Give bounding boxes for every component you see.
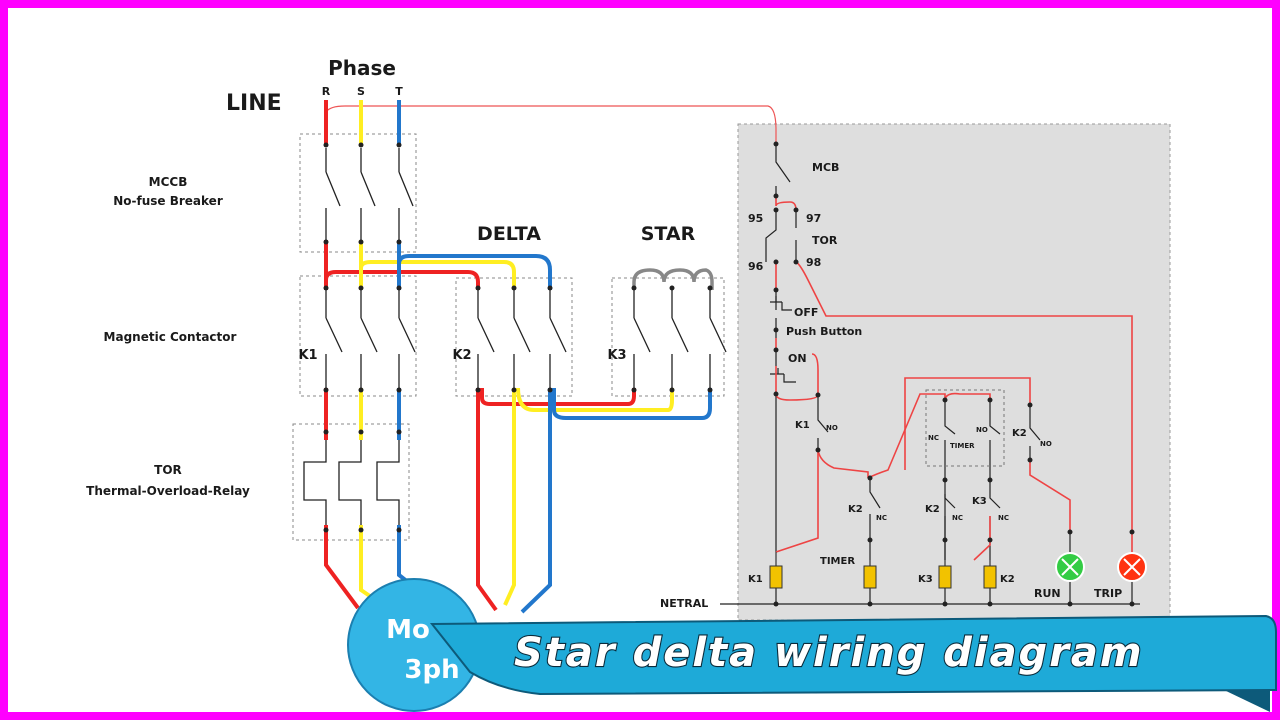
- k2-no-k: K2: [1012, 428, 1027, 439]
- no-fuse-breaker-label: No-fuse Breaker: [113, 194, 223, 208]
- terminal-96: 96: [748, 260, 764, 273]
- motor-label-line1: Mo: [386, 615, 430, 645]
- terminal-dots: [323, 142, 713, 533]
- tor-contacts: [765, 210, 797, 262]
- mcb-label: MCB: [812, 161, 839, 174]
- switch-contacts: [325, 148, 727, 388]
- k2-no-type: NO: [1040, 440, 1052, 448]
- run-label: RUN: [1034, 587, 1061, 600]
- k2-nc2-k: K2: [925, 504, 940, 515]
- thermal-overload-relay-label: Thermal-Overload-Relay: [86, 484, 250, 498]
- off-label: OFF: [794, 306, 818, 319]
- delta-title: DELTA: [477, 223, 541, 245]
- motor-label-line2: 3ph: [404, 655, 459, 685]
- timer-box: [925, 389, 1005, 467]
- k3-power-label: K3: [607, 348, 626, 363]
- coils: [769, 565, 997, 589]
- k2-nc-k: K2: [848, 504, 863, 515]
- phase-s-label: S: [357, 85, 365, 98]
- k1-no-type: NO: [826, 424, 838, 432]
- thermal-relay-elements: [303, 440, 400, 525]
- timer-no-label: NO: [976, 426, 988, 434]
- star-bridge: [632, 268, 714, 290]
- star-title: STAR: [641, 223, 696, 245]
- push-button-symbols: [770, 296, 796, 383]
- timer-box-label: TIMER: [950, 442, 975, 450]
- banner-ribbon: [429, 614, 1277, 696]
- trip-lamp: [1117, 552, 1147, 582]
- k3-nc-type: NC: [998, 514, 1009, 522]
- coil-timer-label: TIMER: [820, 556, 855, 567]
- control-tor-label: TOR: [812, 234, 838, 247]
- k1-power-label: K1: [298, 348, 317, 363]
- coil-k2-label: K2: [1000, 574, 1015, 585]
- phase-r-label: R: [322, 85, 331, 98]
- trip-label: TRIP: [1094, 587, 1122, 600]
- coil-leads: [775, 552, 991, 566]
- k1-no-k: K1: [795, 420, 810, 431]
- power-dashed-boxes: [292, 133, 725, 541]
- tor-label: TOR: [154, 463, 182, 477]
- k2-power-label: K2: [452, 348, 471, 363]
- title-banner: Star delta wiring diagram: [429, 614, 1277, 712]
- terminal-97: 97: [806, 212, 821, 225]
- push-button-label: Push Button: [786, 325, 862, 338]
- k2-nc-type: NC: [876, 514, 887, 522]
- control-labels: MCB 95 97 TOR 96 98 OFF Push Button ON K…: [660, 161, 1122, 610]
- coil-k1-label: K1: [748, 574, 763, 585]
- banner-fold: [1224, 690, 1270, 712]
- run-lamp: [1055, 552, 1085, 582]
- control-supply-wire: [325, 105, 777, 144]
- phase-title: Phase: [328, 56, 396, 80]
- k2-nc2-type: NC: [952, 514, 963, 522]
- timer-nc-label: NC: [928, 434, 939, 442]
- banner-title: Star delta wiring diagram: [514, 630, 1144, 676]
- line-label: LINE: [226, 91, 282, 116]
- k3-nc-k: K3: [972, 496, 987, 507]
- magnetic-contactor-label: Magnetic Contactor: [104, 330, 237, 344]
- phase-t-label: T: [395, 85, 403, 98]
- mccb-label: MCCB: [149, 175, 188, 189]
- phase-r-wires: [324, 100, 636, 612]
- terminal-95: 95: [748, 212, 763, 225]
- phase-t-wires: [397, 100, 712, 614]
- terminal-98: 98: [806, 256, 821, 269]
- coil-k3-label: K3: [918, 574, 933, 585]
- control-dots: [773, 141, 1135, 607]
- neutral-label: NETRAL: [660, 597, 708, 610]
- control-panel: [737, 123, 1171, 621]
- on-label: ON: [788, 352, 807, 365]
